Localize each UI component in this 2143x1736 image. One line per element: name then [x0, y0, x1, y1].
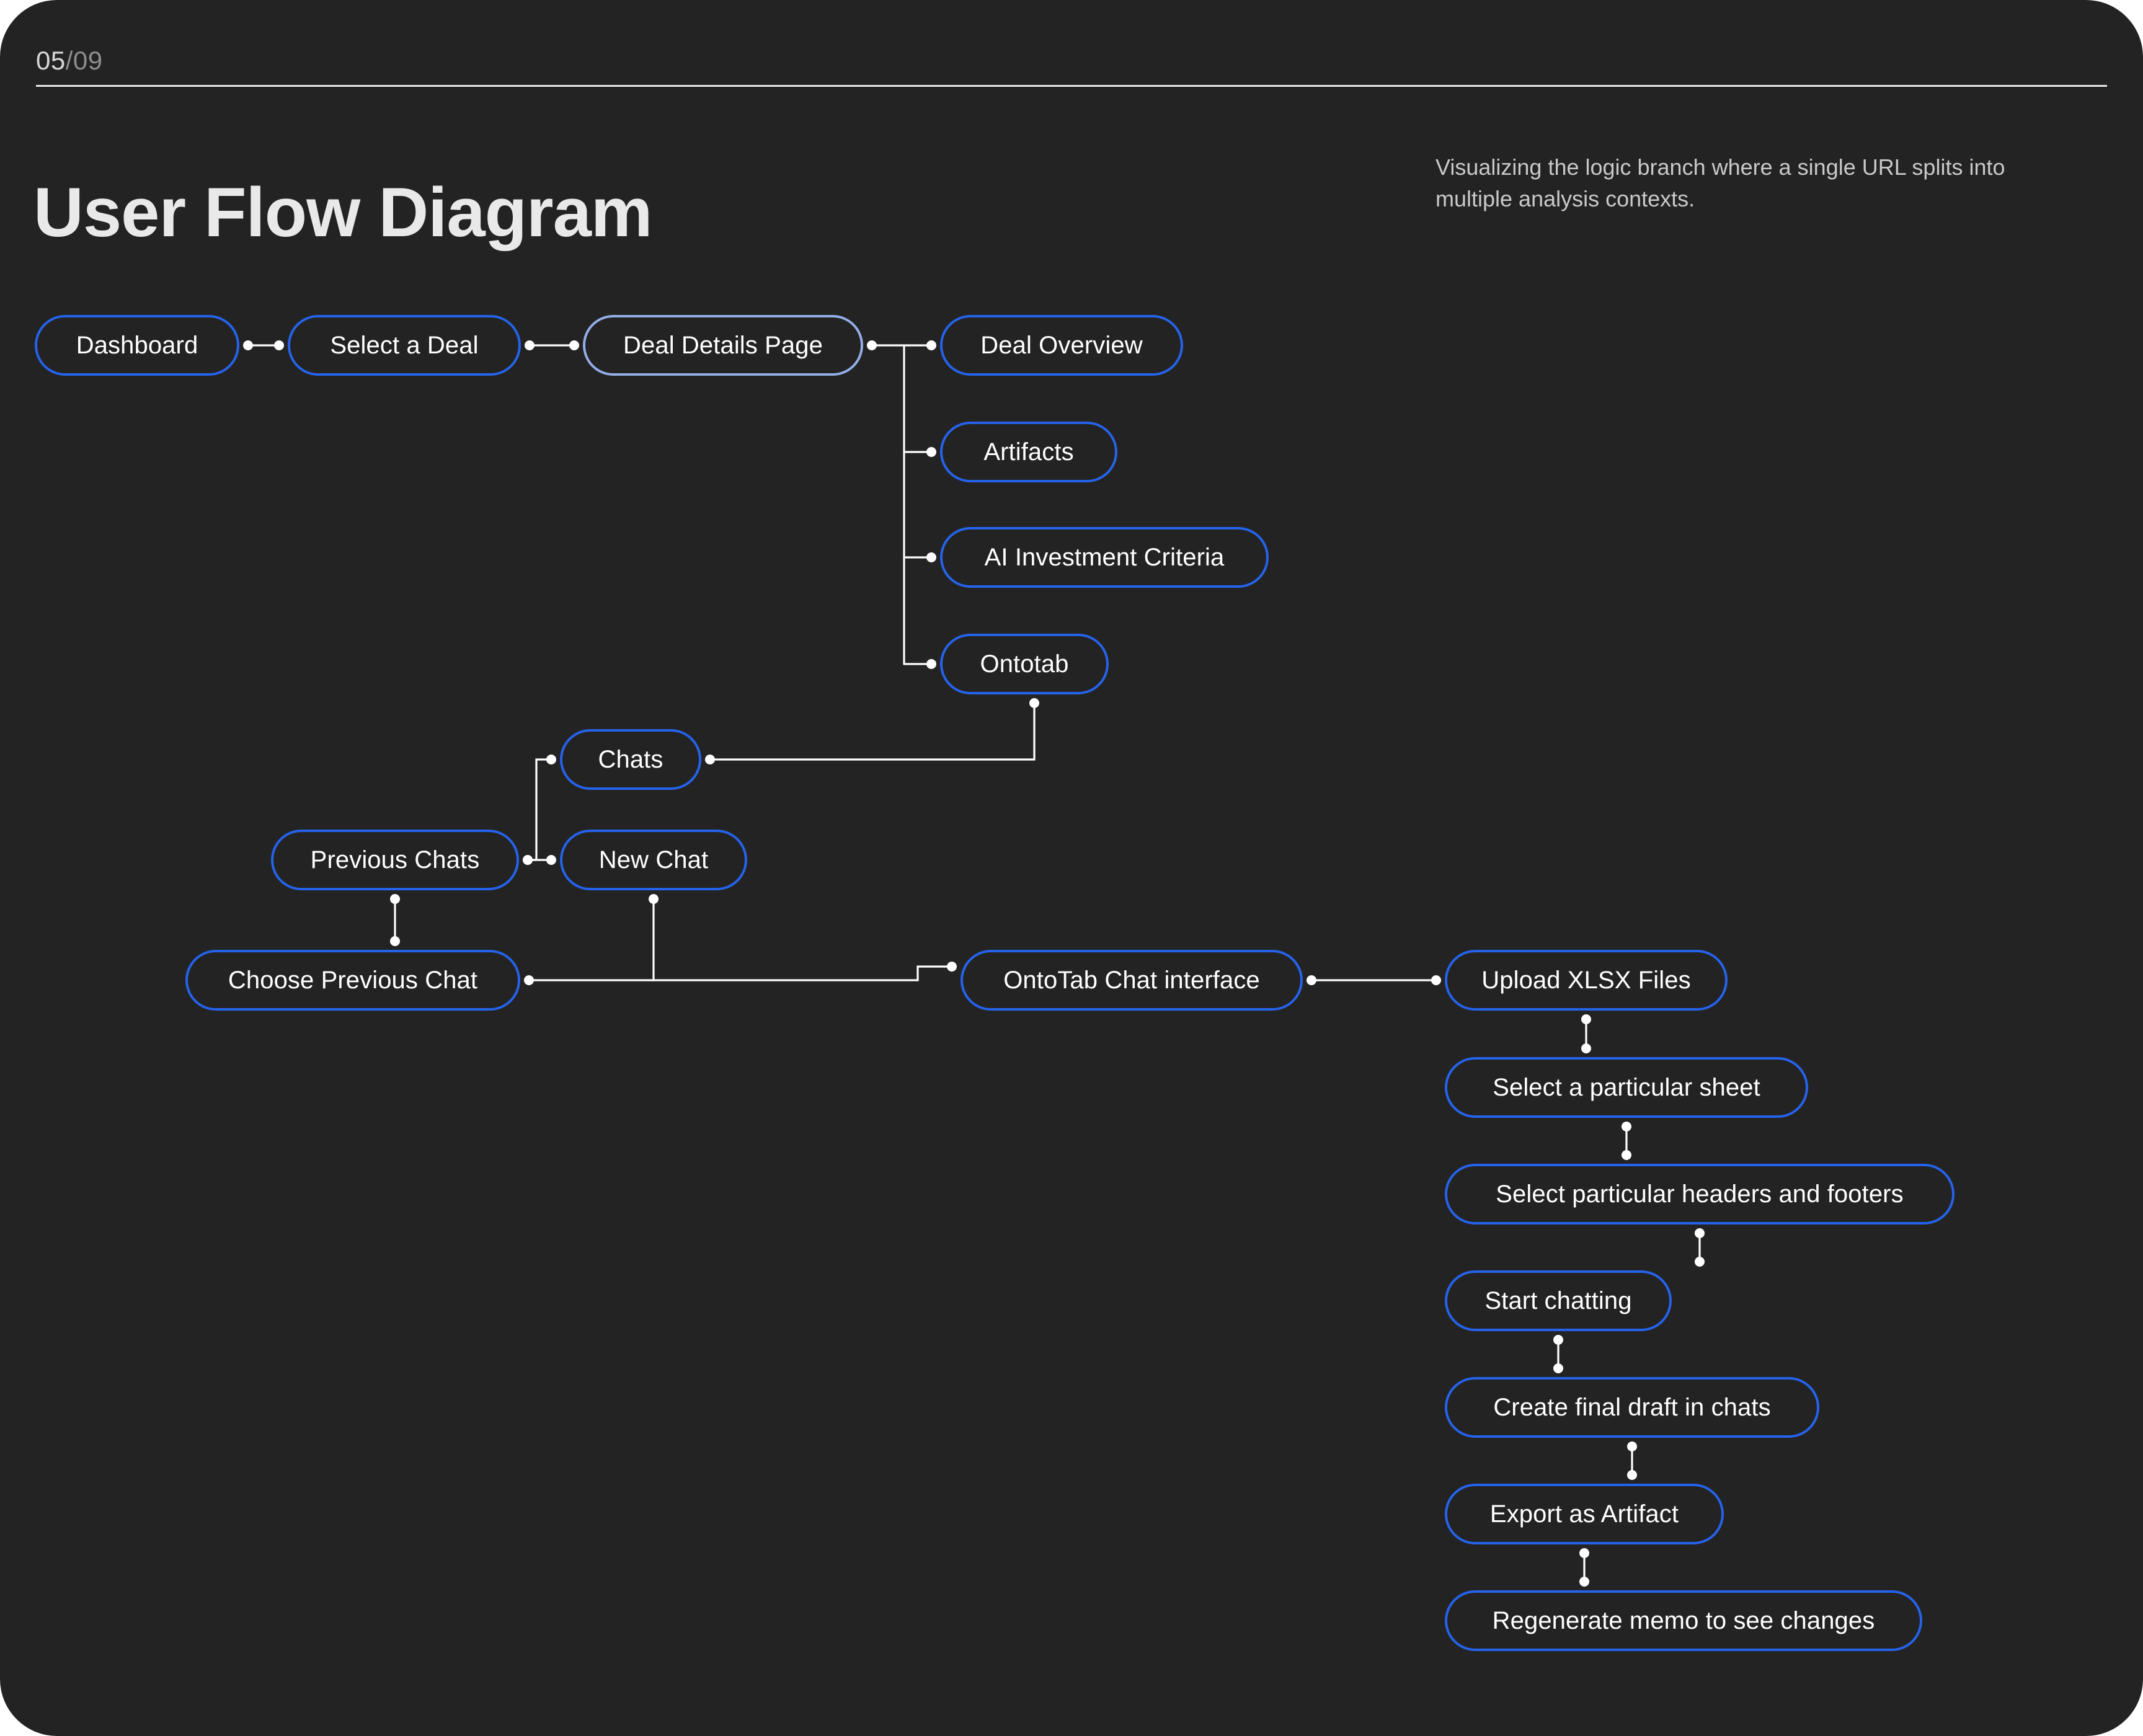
flow-node-label: AI Investment Criteria	[984, 543, 1225, 571]
edge-chat-interface-to-upload-xlsx-end-dot	[1431, 975, 1441, 985]
flow-node-artifacts[interactable]: Artifacts	[940, 422, 1117, 482]
edge-final-draft-to-export-artifact-start-dot	[1627, 1442, 1637, 1451]
flow-node-export-artifact[interactable]: Export as Artifact	[1445, 1484, 1724, 1544]
flow-node-label: Export as Artifact	[1489, 1500, 1679, 1528]
edge-new-chat-drop-dot	[649, 894, 659, 904]
flow-node-ai-criteria[interactable]: AI Investment Criteria	[940, 527, 1269, 588]
flow-node-label: Select a Deal	[330, 331, 479, 359]
edge-select-headers-to-start-chatting-end-dot	[1695, 1257, 1705, 1267]
flow-node-deal-details[interactable]: Deal Details Page	[583, 315, 863, 376]
edge-branch-dot-ontotab	[926, 659, 936, 669]
edge-export-artifact-to-regenerate-memo-end-dot	[1579, 1577, 1589, 1587]
flow-node-chats[interactable]: Chats	[560, 729, 701, 790]
edge-upload-xlsx-to-select-sheet-start-dot	[1581, 1014, 1591, 1024]
flow-node-label: OntoTab Chat interface	[1003, 966, 1260, 994]
edge-select-headers-to-start-chatting-start-dot	[1695, 1228, 1705, 1238]
flow-node-select-headers[interactable]: Select particular headers and footers	[1445, 1164, 1954, 1224]
edge-select-a-deal-to-deal-details-start-dot	[525, 340, 535, 350]
edge-start-chatting-to-final-draft-start-dot	[1553, 1335, 1563, 1345]
flow-node-label: New Chat	[598, 846, 709, 874]
edge-previous-chats-to-new-chat-start-dot	[523, 855, 533, 865]
flow-node-ontotab[interactable]: Ontotab	[940, 634, 1109, 694]
flow-node-new-chat[interactable]: New Chat	[560, 830, 747, 890]
edge-choose-previous-to-chat-interface	[528, 965, 953, 981]
flow-node-start-chatting[interactable]: Start chatting	[1445, 1270, 1672, 1331]
edge-upload-xlsx-to-select-sheet-end-dot	[1581, 1043, 1591, 1053]
header-description: Visualizing the logic branch where a sin…	[1435, 154, 2005, 212]
slide-number: 05/09	[36, 46, 103, 76]
flow-node-label: Select a particular sheet	[1493, 1073, 1760, 1101]
flow-node-label: Artifacts	[983, 438, 1074, 466]
edge-ontotab-to-chats	[709, 702, 1036, 761]
edge-ontotab-chats-end-dot	[705, 755, 715, 764]
edge-select-sheet-to-select-headers-start-dot	[1622, 1122, 1631, 1132]
edge-previous-chats-to-choose-previous-start-dot	[390, 894, 400, 904]
edge-previous-chats-to-chats	[526, 758, 552, 861]
flow-node-chat-interface[interactable]: OntoTab Chat interface	[961, 950, 1303, 1011]
header-divider	[36, 85, 2107, 87]
edge-ontotab-chats-start-dot	[1029, 698, 1039, 708]
edge-final-draft-to-export-artifact-end-dot	[1627, 1470, 1637, 1480]
flow-node-select-sheet[interactable]: Select a particular sheet	[1445, 1057, 1808, 1118]
flow-node-dashboard[interactable]: Dashboard	[35, 315, 239, 376]
edge-chat-interface-in-dot	[947, 962, 957, 972]
flow-node-label: Chats	[598, 745, 663, 773]
flow-node-label: Upload XLSX Files	[1481, 966, 1691, 994]
edge-branch-dot-artifacts	[926, 447, 936, 457]
flow-node-label: Ontotab	[980, 650, 1069, 678]
flow-node-label: Create final draft in chats	[1493, 1393, 1771, 1421]
edge-dashboard-to-select-a-deal-end-dot	[274, 340, 284, 350]
slide-number-total: /09	[65, 46, 103, 75]
flow-node-label: Select particular headers and footers	[1496, 1180, 1904, 1208]
edge-select-a-deal-to-deal-details-end-dot	[569, 340, 579, 350]
flow-node-previous-chats[interactable]: Previous Chats	[271, 830, 519, 890]
edge-dashboard-to-select-a-deal-start-dot	[243, 340, 253, 350]
flow-node-label: Regenerate memo to see changes	[1492, 1606, 1875, 1634]
edge-chat-interface-to-upload-xlsx-start-dot	[1307, 975, 1316, 985]
slide-number-current: 05	[36, 46, 66, 75]
flow-node-label: Deal Details Page	[623, 331, 823, 359]
edge-choose-previous-dot	[524, 975, 534, 985]
edge-previous-chats-right-dot	[523, 855, 533, 865]
flow-node-final-draft[interactable]: Create final draft in chats	[1445, 1377, 1819, 1438]
flow-node-label: Start chatting	[1484, 1286, 1632, 1314]
edge-branch-source-dot	[867, 340, 877, 350]
edge-branch-dot-ai-criteria	[926, 552, 936, 562]
edge-export-artifact-to-regenerate-memo-start-dot	[1579, 1548, 1589, 1558]
edge-branch-dot-deal-overview	[926, 340, 936, 350]
flow-node-label: Deal Overview	[980, 331, 1143, 359]
flow-node-choose-previous[interactable]: Choose Previous Chat	[185, 950, 520, 1011]
edge-previous-chats-to-choose-previous-end-dot	[390, 936, 400, 946]
page-title: User Flow Diagram	[33, 174, 653, 252]
flow-node-regenerate-memo[interactable]: Regenerate memo to see changes	[1445, 1590, 1922, 1651]
flow-node-deal-overview[interactable]: Deal Overview	[940, 315, 1183, 376]
flow-node-label: Dashboard	[76, 331, 198, 359]
flow-node-select-a-deal[interactable]: Select a Deal	[288, 315, 521, 376]
edge-chats-left-dot	[546, 755, 556, 764]
edge-select-sheet-to-select-headers-end-dot	[1622, 1150, 1631, 1160]
edge-start-chatting-to-final-draft-end-dot	[1553, 1363, 1563, 1373]
flow-node-label: Previous Chats	[310, 846, 480, 874]
edge-previous-chats-to-new-chat-end-dot	[546, 855, 556, 865]
flow-node-label: Choose Previous Chat	[228, 966, 478, 994]
flow-node-upload-xlsx[interactable]: Upload XLSX Files	[1445, 950, 1728, 1011]
